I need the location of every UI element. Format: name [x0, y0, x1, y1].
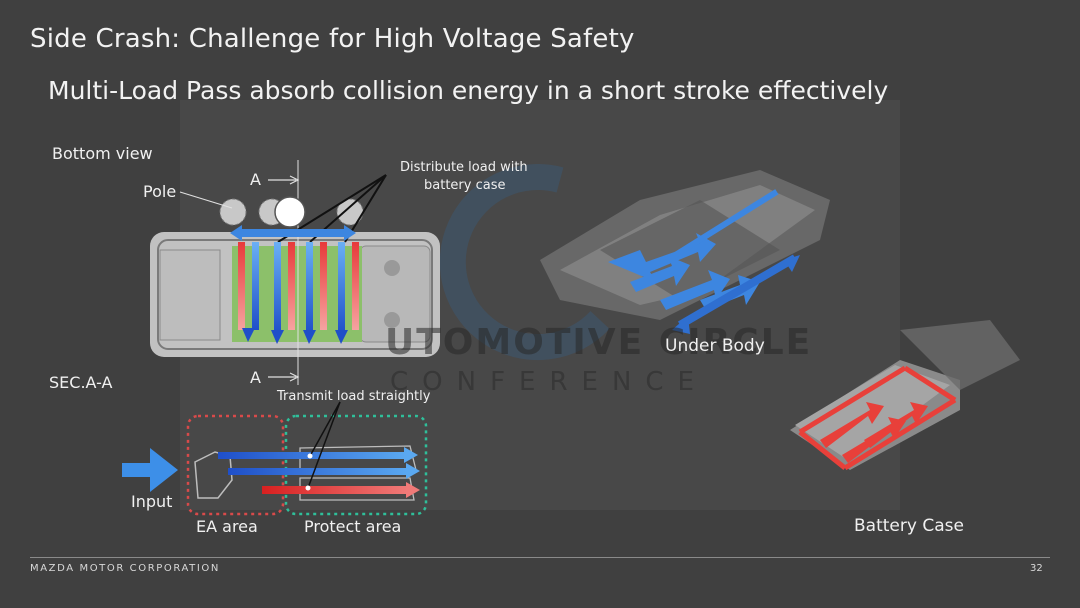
- ea-area-label: EA area: [196, 517, 258, 536]
- under-body-label: Under Body: [665, 336, 765, 356]
- top-load-arrow: [230, 225, 356, 241]
- vertical-load-arrows: [238, 242, 359, 344]
- distribute-label-line2: battery case: [424, 178, 506, 193]
- page-number: 32: [1030, 563, 1043, 574]
- distribute-label-line1: Distribute load with: [400, 160, 528, 175]
- input-label: Input: [131, 492, 173, 511]
- bottom-view-label: Bottom view: [52, 144, 153, 163]
- section-a-bottom-label: A: [250, 368, 261, 387]
- pole-markers: [219, 196, 364, 228]
- watermark-subtext: CONFERENCE: [390, 367, 708, 397]
- slide-subtitle: Multi-Load Pass absorb collision energy …: [48, 76, 889, 105]
- footer-divider: [30, 557, 1050, 558]
- watermark-text: UTOMOTIVE CIRCLE: [385, 322, 813, 363]
- section-a-top-label: A: [250, 170, 261, 189]
- under-body-illustration: [540, 170, 830, 334]
- protect-area-label: Protect area: [304, 517, 402, 536]
- slide-title: Side Crash: Challenge for High Voltage S…: [30, 24, 635, 54]
- battery-case-label: Battery Case: [854, 516, 964, 536]
- watermark-logo: [439, 164, 610, 361]
- section-diagram: [122, 401, 428, 516]
- pole-label: Pole: [143, 182, 177, 201]
- protect-area-box: [284, 414, 428, 516]
- input-arrow: [122, 448, 178, 492]
- transmit-label: Transmit load straightly: [277, 389, 431, 404]
- footer-company: MAZDA MOTOR CORPORATION: [30, 563, 220, 574]
- battery-case-illustration: [790, 320, 1020, 471]
- ea-area-box: [186, 414, 285, 516]
- sec-aa-label: SEC.A-A: [49, 373, 113, 392]
